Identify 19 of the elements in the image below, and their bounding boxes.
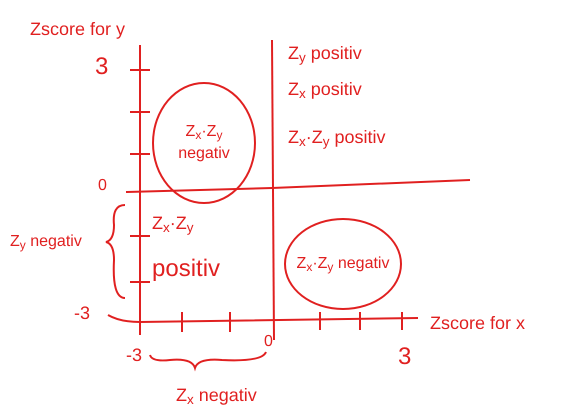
- axis-annotation: 3: [398, 342, 412, 372]
- axis-annotation: 3: [95, 52, 108, 82]
- axis-annotation: Z$_{y}$ positiv: [288, 42, 362, 64]
- region-label: Z$_{x}$·Z$_{y}$ negativ: [177, 122, 231, 164]
- axis-annotation: Zscore for y: [30, 18, 126, 40]
- axis-annotation: Z$_{x}$ negativ: [176, 384, 257, 406]
- axis-annotation: Z$_{x}$·Z$_{y}$: [152, 212, 194, 234]
- circled-region: [152, 82, 256, 204]
- axis-annotation: positiv: [152, 254, 220, 284]
- axis-annotation: Z$_{x}$·Z$_{y}$ positiv: [288, 126, 386, 148]
- axis-annotation: Z$_{x}$ positiv: [288, 78, 362, 100]
- region-label: Z$_{x}$·Z$_{y}$ negativ: [296, 254, 390, 275]
- axis-annotation: 0: [98, 176, 107, 196]
- axis-annotation: Z$_{y}$ negativ: [10, 232, 82, 252]
- axis-annotation: -3: [74, 302, 90, 324]
- axis-annotation: Zscore for x: [430, 312, 526, 334]
- circled-region: [284, 218, 402, 310]
- axis-annotation: 0: [264, 332, 273, 352]
- axis-annotation: -3: [126, 344, 142, 366]
